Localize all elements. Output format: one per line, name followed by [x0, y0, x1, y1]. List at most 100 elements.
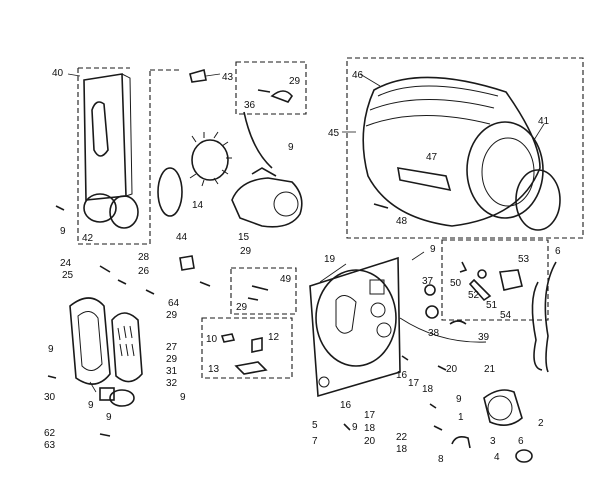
wire-loop-8	[451, 436, 471, 449]
heater-cover-27	[111, 312, 143, 383]
drum-seal-41	[515, 169, 561, 231]
screws	[47, 205, 447, 437]
callout-32: 32	[166, 378, 178, 389]
callout-43: 43	[222, 72, 234, 83]
callout-21: 21	[484, 364, 496, 375]
callout-9-base: 9	[352, 422, 358, 433]
door-seal-ring	[109, 195, 139, 229]
callout-46: 46	[352, 70, 364, 81]
callout-9-heater: 9	[48, 344, 54, 355]
callout-37: 37	[422, 276, 434, 287]
callout-63: 63	[44, 440, 56, 451]
callout-9-mid: 9	[456, 394, 462, 405]
callout-64: 64	[168, 298, 180, 309]
callout-9-blower: 9	[288, 142, 294, 153]
screw-48	[373, 203, 389, 209]
callout-53: 53	[518, 254, 530, 265]
callout-6-lower: 6	[518, 436, 524, 447]
callout-27: 27	[166, 342, 178, 353]
hardware-49-group-box	[230, 267, 297, 315]
callout-10: 10	[206, 334, 218, 345]
callout-31: 31	[166, 366, 178, 377]
callout-48: 48	[396, 216, 408, 227]
callout-39: 39	[478, 332, 490, 343]
callout-44: 44	[176, 232, 188, 243]
callout-16-b: 16	[340, 400, 352, 411]
callout-20-b: 20	[364, 436, 376, 447]
panel-bracket-43	[189, 68, 207, 83]
callout-14: 14	[192, 200, 204, 211]
blower-bracket-36	[270, 90, 293, 103]
callout-51: 51	[486, 300, 498, 311]
callout-18-c: 18	[396, 444, 408, 455]
callout-25: 25	[62, 270, 74, 281]
front-panel-group-box	[77, 67, 180, 245]
roller-28	[179, 255, 195, 271]
callout-18-b: 18	[364, 423, 376, 434]
callout-5: 5	[312, 420, 318, 431]
screw-29-top	[257, 89, 271, 93]
stator-12	[251, 337, 263, 353]
callout-28: 28	[138, 252, 150, 263]
drum-46	[362, 76, 544, 227]
callout-45: 45	[328, 128, 340, 139]
cam-37	[424, 284, 436, 296]
callout-1: 1	[458, 412, 464, 423]
callout-20-a: 20	[446, 364, 458, 375]
callout-9-hx: 9	[180, 392, 186, 403]
callout-12: 12	[268, 332, 280, 343]
callout-29-e: 29	[166, 354, 178, 365]
callout-7: 7	[312, 436, 318, 447]
idler-pulley-52	[477, 269, 487, 279]
callout-9-bottom-2: 9	[106, 412, 112, 423]
callout-9-left: 9	[60, 226, 66, 237]
clip-10	[220, 333, 236, 343]
callout-62: 62	[44, 428, 56, 439]
callout-24: 24	[60, 258, 72, 269]
callout-16-a: 16	[396, 370, 408, 381]
callout-52: 52	[468, 290, 480, 301]
idler-spring-50	[459, 261, 468, 273]
callout-29-d: 29	[236, 302, 248, 313]
drum-belt-6	[544, 261, 557, 373]
callout-49: 49	[280, 274, 292, 285]
blower-link	[243, 111, 273, 169]
callout-9-drum: 9	[430, 244, 436, 255]
callout-15: 15	[238, 232, 250, 243]
callout-29-c: 29	[166, 310, 178, 321]
callout-17-a: 17	[408, 378, 420, 389]
felt-seal-44	[157, 167, 183, 217]
callout-8: 8	[438, 454, 444, 465]
callout-29-top: 29	[289, 76, 301, 87]
callout-36: 36	[244, 100, 256, 111]
idler-pulley-53	[499, 269, 523, 291]
leader-lines	[67, 73, 545, 393]
glide-38	[425, 305, 439, 319]
callout-9-bottom: 9	[88, 400, 94, 411]
callout-47: 47	[426, 152, 438, 163]
motor-1	[483, 389, 523, 426]
idler-arm-51	[468, 278, 492, 302]
blower-group-box	[235, 61, 307, 115]
front-panel	[83, 73, 133, 223]
drum-belt-6-lower	[531, 281, 543, 371]
callout-6-right: 6	[555, 246, 561, 257]
callout-41: 41	[538, 116, 550, 127]
callout-30: 30	[44, 392, 56, 403]
callout-42: 42	[82, 233, 94, 244]
callout-22: 22	[396, 432, 408, 443]
blower-wheel-14	[189, 131, 232, 187]
callout-29-b: 29	[240, 246, 252, 257]
thermostat-32	[109, 389, 135, 407]
motor-pulley-4	[515, 449, 533, 463]
hardware-10-13-group-box	[201, 317, 293, 379]
callout-50: 50	[450, 278, 462, 289]
fuse-31	[99, 387, 115, 401]
callout-19: 19	[324, 254, 336, 265]
callout-4: 4	[494, 452, 500, 463]
callout-26: 26	[138, 266, 150, 277]
callout-40: 40	[52, 68, 64, 79]
belt-route	[399, 317, 487, 343]
callout-54: 54	[500, 310, 512, 321]
